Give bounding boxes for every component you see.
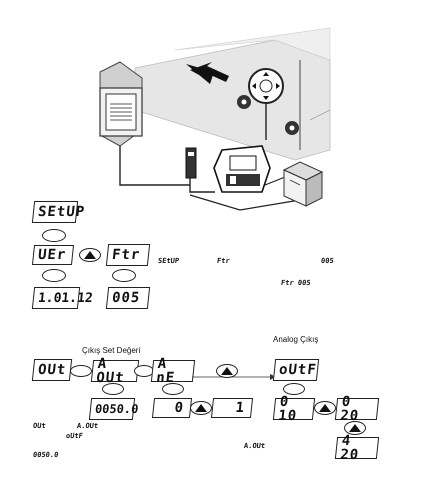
enter-button[interactable] [42, 269, 66, 282]
roller-icon [237, 95, 299, 135]
lcd-setup: SEtUP [31, 201, 86, 223]
enter-button[interactable] [162, 383, 184, 395]
enter-button[interactable] [42, 229, 66, 242]
code-005: 005 [320, 257, 335, 265]
code-ftr-005: Ftr 005 [280, 279, 311, 287]
lcd-ftr-value: 005 [105, 287, 151, 309]
code-a-out-right: A.OUt [243, 442, 266, 450]
lcd-out: OUt [31, 359, 73, 381]
up-button[interactable] [79, 248, 101, 262]
up-button[interactable] [344, 421, 366, 435]
up-button[interactable] [216, 364, 238, 378]
lcd-a-out: A OUt [90, 356, 140, 386]
lcd-ftr: Ftr [105, 244, 151, 266]
lcd-a-ne: A nE [150, 356, 196, 386]
web-surface [134, 39, 331, 161]
arrow-icon [186, 62, 229, 84]
up-triangle-icon [349, 424, 361, 432]
code-setpoint: 0050.0 [32, 451, 59, 459]
web-surface-top [174, 27, 331, 61]
setpoint-output-label: Çıkış Set Değeri [82, 346, 141, 355]
code-a-out: A.OUt [76, 422, 99, 430]
enter-button[interactable] [283, 383, 305, 395]
plc-box [282, 161, 324, 207]
code-outf: oUtF [65, 432, 84, 440]
code-ftr: Ftr [216, 257, 231, 265]
lcd-ver: UEr [31, 245, 75, 265]
up-button[interactable] [314, 401, 336, 415]
analog-output-label: Analog Çıkış [273, 335, 319, 344]
lcd-range-4-20: 4 20 [334, 433, 380, 463]
photo-sensor [185, 147, 197, 179]
up-triangle-icon [195, 404, 207, 412]
speaker-icon [110, 103, 132, 121]
lcd-version-value: 1.01.12 [31, 287, 94, 309]
up-triangle-icon [84, 251, 96, 259]
lcd-setpoint-value: 0050.0 [88, 398, 139, 420]
code-out: OUt [32, 422, 47, 430]
code-setup: SEtUP [157, 257, 180, 265]
up-triangle-icon [319, 404, 331, 412]
machine-illustration [99, 27, 331, 211]
lcd-zero: 0 [151, 398, 193, 418]
lcd-outf: oUtF [272, 359, 320, 381]
enter-button[interactable] [70, 365, 92, 377]
controller-device [213, 145, 271, 193]
enter-button[interactable] [112, 269, 136, 282]
enter-button[interactable] [102, 383, 124, 395]
lcd-one: 1 [210, 398, 254, 418]
up-button[interactable] [190, 401, 212, 415]
up-triangle-icon [221, 367, 233, 375]
lcd-range-0-10: 0 10 [272, 394, 316, 424]
lcd-range-0-20: 0 20 [334, 394, 380, 424]
